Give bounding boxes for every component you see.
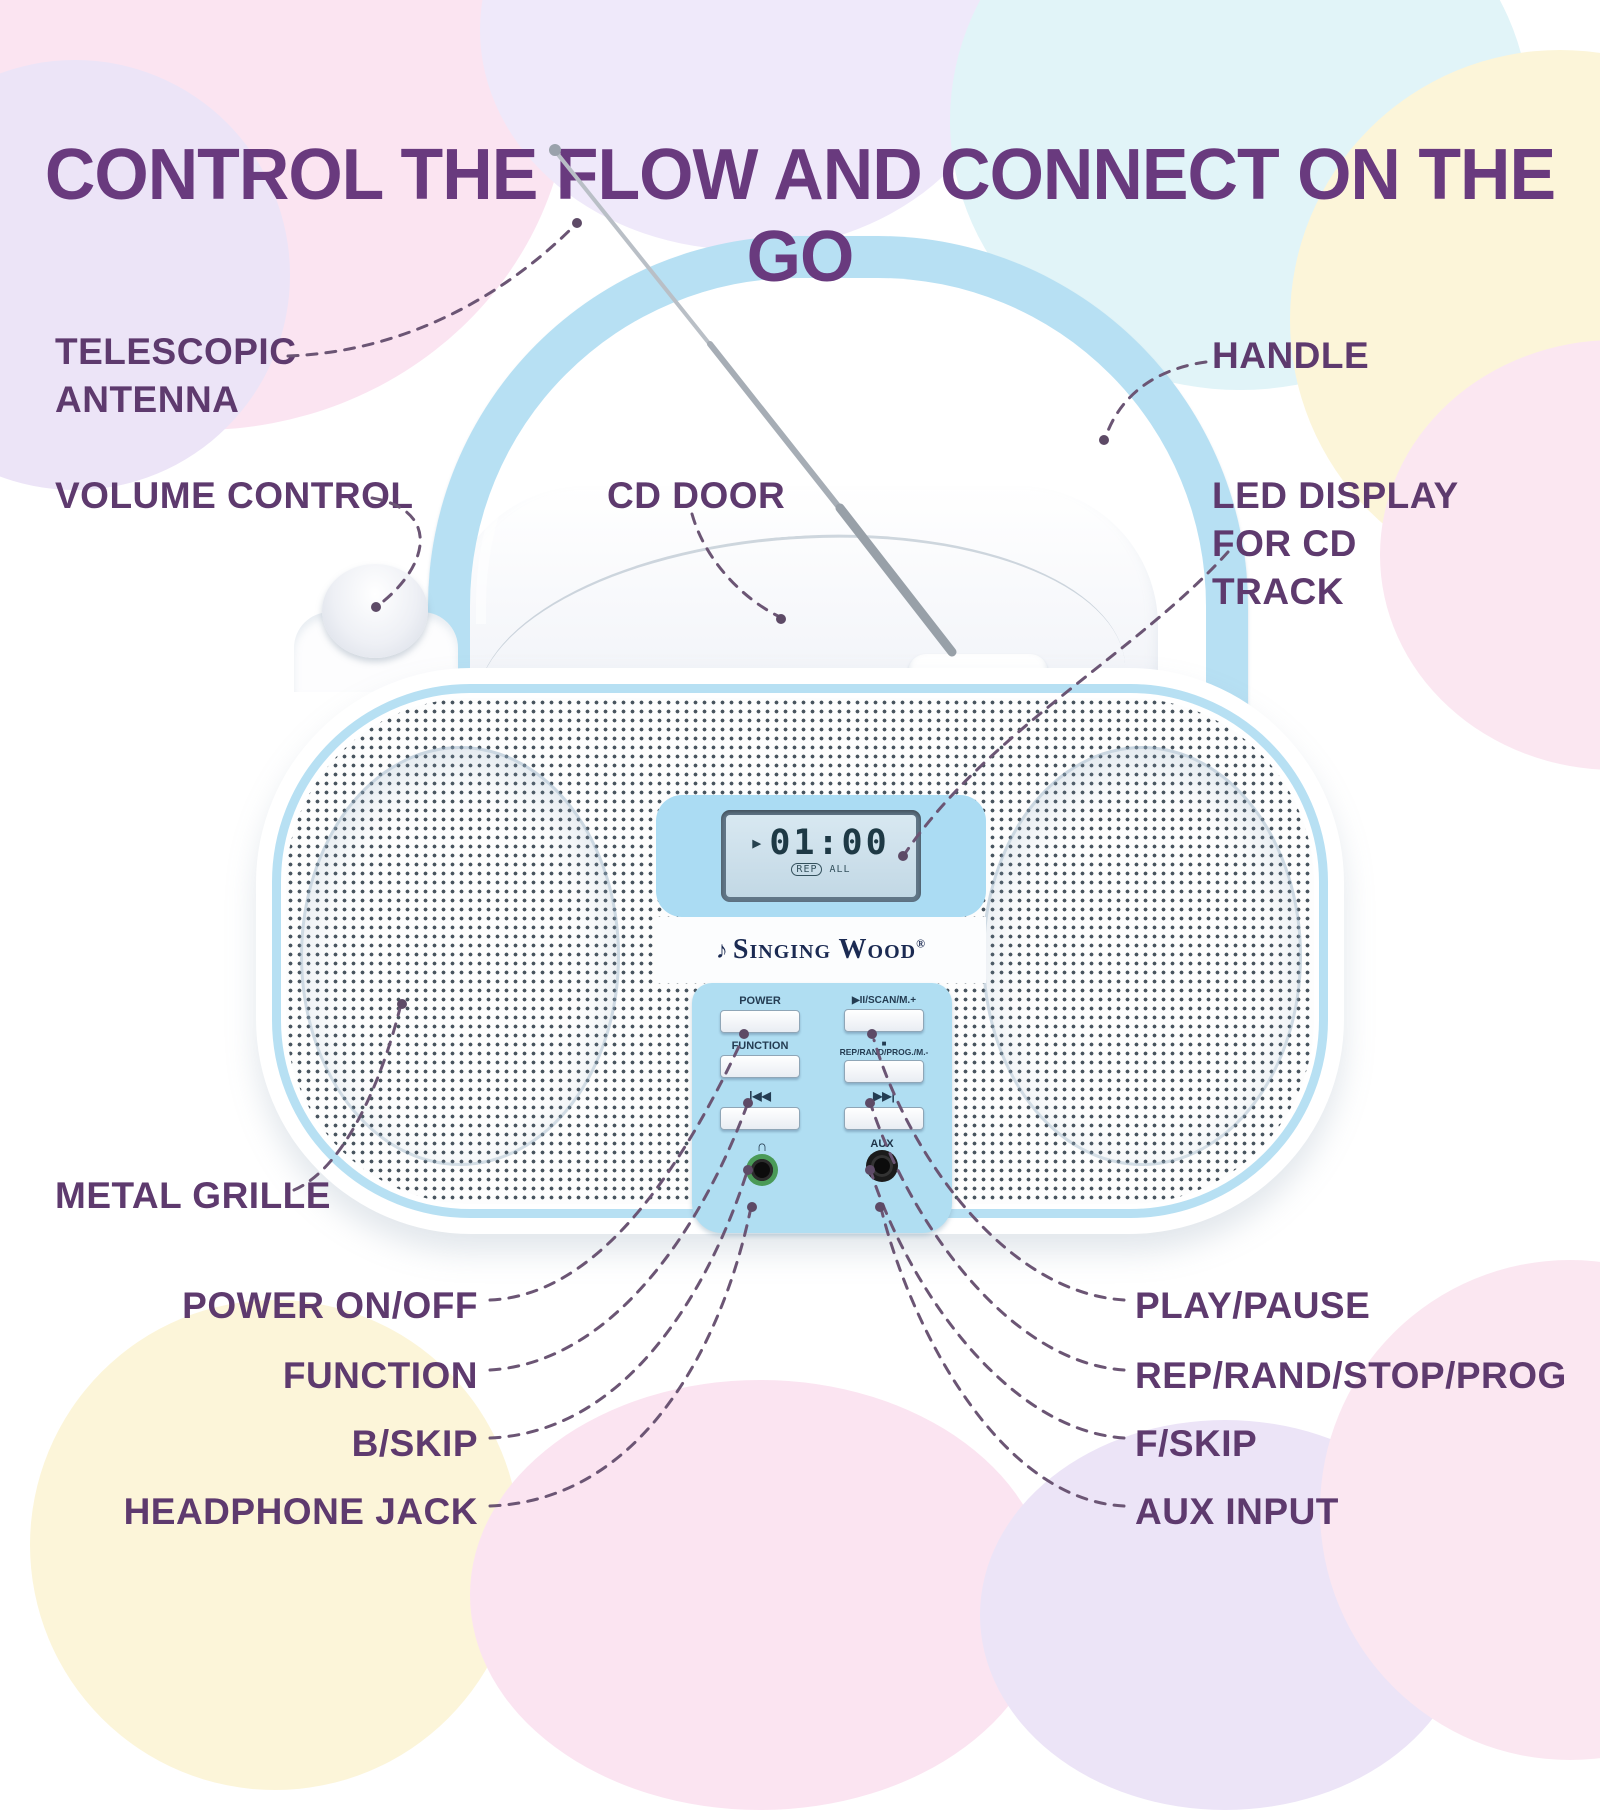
callout-headphone-jack: HEADPHONE JACK [123, 1491, 478, 1532]
back-skip-icon: |◀◀ [749, 1089, 771, 1104]
power-control: POWER [704, 995, 816, 1034]
lcd-play-icon: ▶ [752, 834, 762, 852]
registered-mark: ® [916, 936, 927, 951]
lcd-all-indicator: ALL [829, 864, 851, 875]
headphone-jack-hole [751, 1158, 773, 1181]
led-display: ▶ 01:00 REP ALL [726, 815, 916, 897]
music-note-icon: ♪ [715, 938, 729, 964]
right-speaker [982, 746, 1302, 1166]
lcd-rep-indicator: REP [791, 863, 823, 876]
volume-knob [322, 564, 428, 658]
fwd-skip-control: ▶▶| [828, 1089, 940, 1130]
bg-circle-pink-bottomcenter [470, 1380, 1050, 1810]
page-title: CONTROL THE FLOW AND CONNECT ON THE GO [44, 135, 1556, 298]
play-pause-button [844, 1009, 924, 1032]
rep-rand-control: ■ REP/RAND/PROG./M.- [828, 1040, 940, 1084]
back-skip-control: |◀◀ [704, 1089, 816, 1130]
lcd-mode-indicators: REP ALL [726, 863, 916, 876]
callout-led-display: LED DISPLAY FOR CD TRACK [1212, 475, 1459, 613]
fwd-skip-button [844, 1106, 924, 1130]
back-skip-button [720, 1106, 800, 1130]
boombox-body: ▶ 01:00 REP ALL ♪Singing Wood® POWER ▶II… [256, 668, 1344, 1234]
callout-handle: HANDLE [1212, 335, 1370, 376]
callout-f-skip: F/SKIP [1135, 1423, 1258, 1464]
play-scan-label: ▶II/SCAN/M.+ [851, 995, 917, 1006]
function-button [720, 1055, 800, 1079]
brand-logo: ♪Singing Wood® [716, 934, 926, 966]
callout-b-skip: B/SKIP [351, 1423, 478, 1464]
aux-jack-hole [871, 1154, 893, 1177]
fwd-skip-icon: ▶▶| [873, 1089, 895, 1104]
lcd-bezel: ▶ 01:00 REP ALL [721, 810, 921, 902]
power-label: POWER [739, 995, 781, 1007]
power-button [720, 1010, 800, 1034]
rep-rand-stop-prog-button [844, 1060, 924, 1084]
left-speaker [300, 746, 620, 1166]
callout-cd-door: CD DOOR [607, 475, 786, 516]
callout-play-pause: PLAY/PAUSE [1135, 1285, 1371, 1326]
brand-name: Singing Wood [732, 934, 917, 965]
callout-metal-grille: METAL GRILLE [55, 1175, 331, 1216]
aux-jack: AUX [852, 1137, 912, 1181]
headphone-jack: ∩ [732, 1139, 792, 1181]
play-pause-control: ▶II/SCAN/M.+ [828, 995, 940, 1033]
callout-power: POWER ON/OFF [182, 1285, 478, 1326]
lcd-panel: ▶ 01:00 REP ALL [656, 795, 986, 917]
callout-volume-control: VOLUME CONTROL [55, 475, 414, 516]
rep-rand-label: REP/RAND/PROG./M.- [839, 1047, 929, 1058]
aux-label: AUX [870, 1137, 894, 1150]
function-label: FUNCTION [731, 1040, 789, 1053]
function-control: FUNCTION [704, 1040, 816, 1083]
brand-band: ♪Singing Wood® [656, 917, 986, 983]
headphone-icon: ∩ [756, 1137, 768, 1155]
control-panel: POWER ▶II/SCAN/M.+ FUNCTION ■ REP/RAND/P… [692, 983, 952, 1233]
lcd-track-time: 01:00 [769, 823, 890, 863]
callout-telescopic-antenna: TELESCOPIC ANTENNA [55, 331, 297, 421]
callout-function: FUNCTION [282, 1355, 478, 1396]
callout-rep-rand-stop-prog: REP/RAND/STOP/PROG [1135, 1355, 1567, 1396]
callout-aux-input: AUX INPUT [1135, 1491, 1339, 1532]
